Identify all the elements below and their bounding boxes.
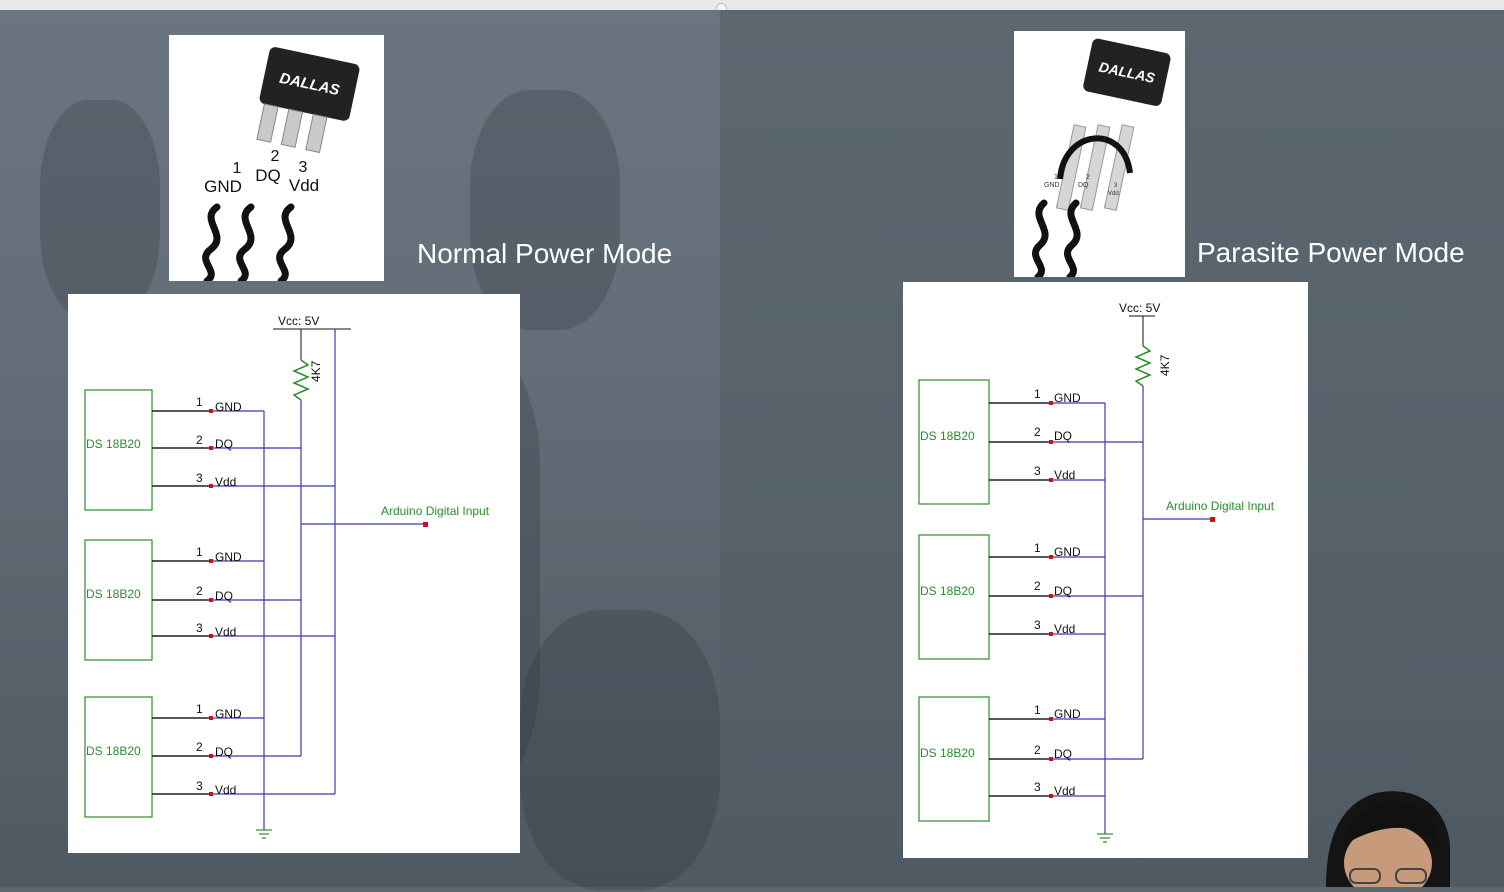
svg-text:2: 2 <box>196 740 203 754</box>
ds18b20-sensor: DS 18B20 1 GND 2 DQ 3 Vdd <box>84 696 335 818</box>
svg-text:2: 2 <box>1034 425 1041 439</box>
svg-text:DQ: DQ <box>1054 429 1072 443</box>
pullup-resistor <box>1134 345 1152 387</box>
svg-text:DS 18B20: DS 18B20 <box>86 744 141 758</box>
normal-mode-schematic: Vcc: 5V 4K7 Arduino Digital Input DS 18B… <box>68 294 520 853</box>
svg-text:GND: GND <box>1054 545 1081 559</box>
svg-text:3: 3 <box>1034 780 1041 794</box>
svg-text:3: 3 <box>1034 464 1041 478</box>
window-top-bar <box>0 0 1504 10</box>
svg-text:DQ: DQ <box>215 437 233 451</box>
resistor-label: 4K7 <box>309 360 323 382</box>
parasite-mode-title: Parasite Power Mode <box>1197 237 1465 268</box>
arduino-input-label: Arduino Digital Input <box>1166 499 1275 513</box>
package-pin-num-2: 2 <box>1086 174 1090 181</box>
parasite-mode-schematic: Vcc: 5V 4K7 Arduino Digital Input DS 18B… <box>903 282 1308 858</box>
presenter-webcam <box>1316 785 1456 892</box>
svg-text:DQ: DQ <box>1054 747 1072 761</box>
package-pin-name-3: Vdd <box>1108 191 1119 197</box>
ds18b20-sensor: DS 18B20 1 GND 2 DQ 3 Vdd <box>918 534 1143 660</box>
vcc-label: Vcc: 5V <box>278 314 319 328</box>
package-pin-num-1: 1 <box>233 160 242 177</box>
package-pin-num-2: 2 <box>271 148 280 165</box>
svg-text:2: 2 <box>1034 579 1041 593</box>
ds18b20-sensor: DS 18B20 1 GND 2 DQ 3 Vdd <box>84 389 335 511</box>
normal-mode-package-image: DALLAS 1 2 3 GND DQ Vdd <box>169 35 384 285</box>
svg-text:GND: GND <box>215 400 242 414</box>
svg-text:GND: GND <box>215 550 242 564</box>
svg-text:2: 2 <box>196 433 203 447</box>
svg-text:3: 3 <box>196 471 203 485</box>
svg-text:DQ: DQ <box>215 745 233 759</box>
svg-text:1: 1 <box>1034 541 1041 555</box>
package-pin-name-2: DQ <box>255 166 281 185</box>
ds18b20-sensor: DS 18B20 1 GND 2 DQ 3 Vdd <box>918 696 1143 822</box>
svg-text:1: 1 <box>1034 703 1041 717</box>
svg-text:Vdd: Vdd <box>215 783 236 797</box>
svg-text:GND: GND <box>215 707 242 721</box>
package-pin-name-1: GND <box>204 177 242 196</box>
svg-text:3: 3 <box>196 779 203 793</box>
svg-text:3: 3 <box>196 621 203 635</box>
vcc-label: Vcc: 5V <box>1119 301 1160 315</box>
svg-text:Vdd: Vdd <box>1054 784 1075 798</box>
svg-text:GND: GND <box>1054 391 1081 405</box>
svg-text:Vdd: Vdd <box>1054 468 1075 482</box>
svg-text:DS 18B20: DS 18B20 <box>86 437 141 451</box>
svg-text:3: 3 <box>1034 618 1041 632</box>
package-pin-name-2: DQ <box>1078 182 1089 189</box>
parasite-mode-package-image: DALLAS 1 GND 2 DQ 3 Vdd <box>1014 31 1185 281</box>
pullup-resistor <box>292 359 310 401</box>
package-pin-num-1: 1 <box>1054 174 1058 181</box>
ds18b20-sensor: DS 18B20 1 GND 2 DQ 3 Vdd <box>918 379 1143 505</box>
ds18b20-sensor: DS 18B20 1 GND 2 DQ 3 Vdd <box>84 539 335 661</box>
svg-text:DS 18B20: DS 18B20 <box>920 584 975 598</box>
svg-text:DQ: DQ <box>1054 584 1072 598</box>
svg-text:1: 1 <box>1034 387 1041 401</box>
svg-text:Vdd: Vdd <box>1054 622 1075 636</box>
svg-text:Vdd: Vdd <box>215 625 236 639</box>
package-pin-num-3: 3 <box>299 159 308 176</box>
svg-text:DQ: DQ <box>215 589 233 603</box>
gnd-vdd-jumper <box>1057 135 1133 180</box>
svg-text:Vdd: Vdd <box>215 475 236 489</box>
package-pin-name-1: GND <box>1044 182 1060 189</box>
svg-text:2: 2 <box>196 584 203 598</box>
svg-text:2: 2 <box>1034 743 1041 757</box>
ic-body <box>259 47 360 121</box>
resistor-label: 4K7 <box>1158 354 1172 376</box>
package-pin-num-3: 3 <box>1114 183 1118 189</box>
arduino-input-label: Arduino Digital Input <box>381 504 490 518</box>
svg-text:DS 18B20: DS 18B20 <box>86 587 141 601</box>
svg-text:DS 18B20: DS 18B20 <box>920 746 975 760</box>
svg-text:GND: GND <box>1054 707 1081 721</box>
normal-mode-title: Normal Power Mode <box>417 238 673 269</box>
package-pin-name-3: Vdd <box>289 176 319 195</box>
svg-text:DS 18B20: DS 18B20 <box>920 429 975 443</box>
svg-text:1: 1 <box>196 395 203 409</box>
svg-text:1: 1 <box>196 545 203 559</box>
svg-text:1: 1 <box>196 702 203 716</box>
